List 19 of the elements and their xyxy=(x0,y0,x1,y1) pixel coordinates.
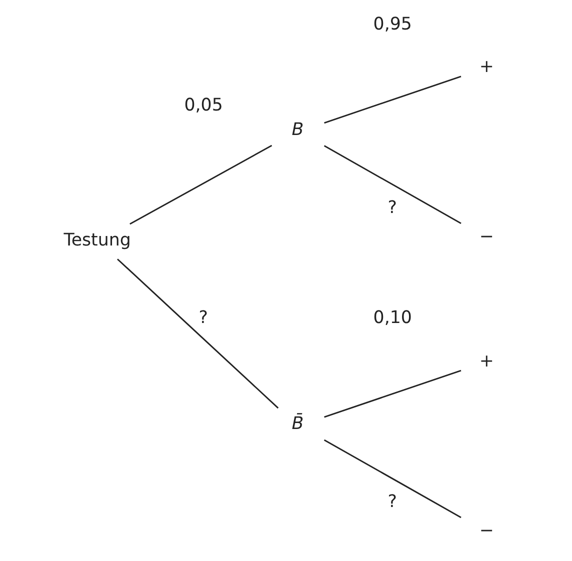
edge-label: ? xyxy=(387,492,396,512)
node-text: B̄ xyxy=(291,414,304,434)
edge-label: 0,05 xyxy=(184,96,222,116)
node-text: − xyxy=(478,226,494,247)
edge-label: ? xyxy=(387,198,396,218)
node-text: − xyxy=(478,520,494,541)
connector xyxy=(116,258,278,409)
connector xyxy=(323,145,461,224)
connector xyxy=(323,439,461,518)
node-text: Testung xyxy=(63,230,130,251)
connector xyxy=(129,144,272,225)
connector xyxy=(324,370,461,418)
edge-label: ? xyxy=(198,308,208,328)
node-text: + xyxy=(478,57,494,78)
node-text: + xyxy=(478,351,494,372)
node-text: B xyxy=(291,120,304,140)
edge-label: 0,10 xyxy=(372,308,412,328)
connector xyxy=(324,76,461,124)
edge-label: 0,95 xyxy=(372,14,412,35)
